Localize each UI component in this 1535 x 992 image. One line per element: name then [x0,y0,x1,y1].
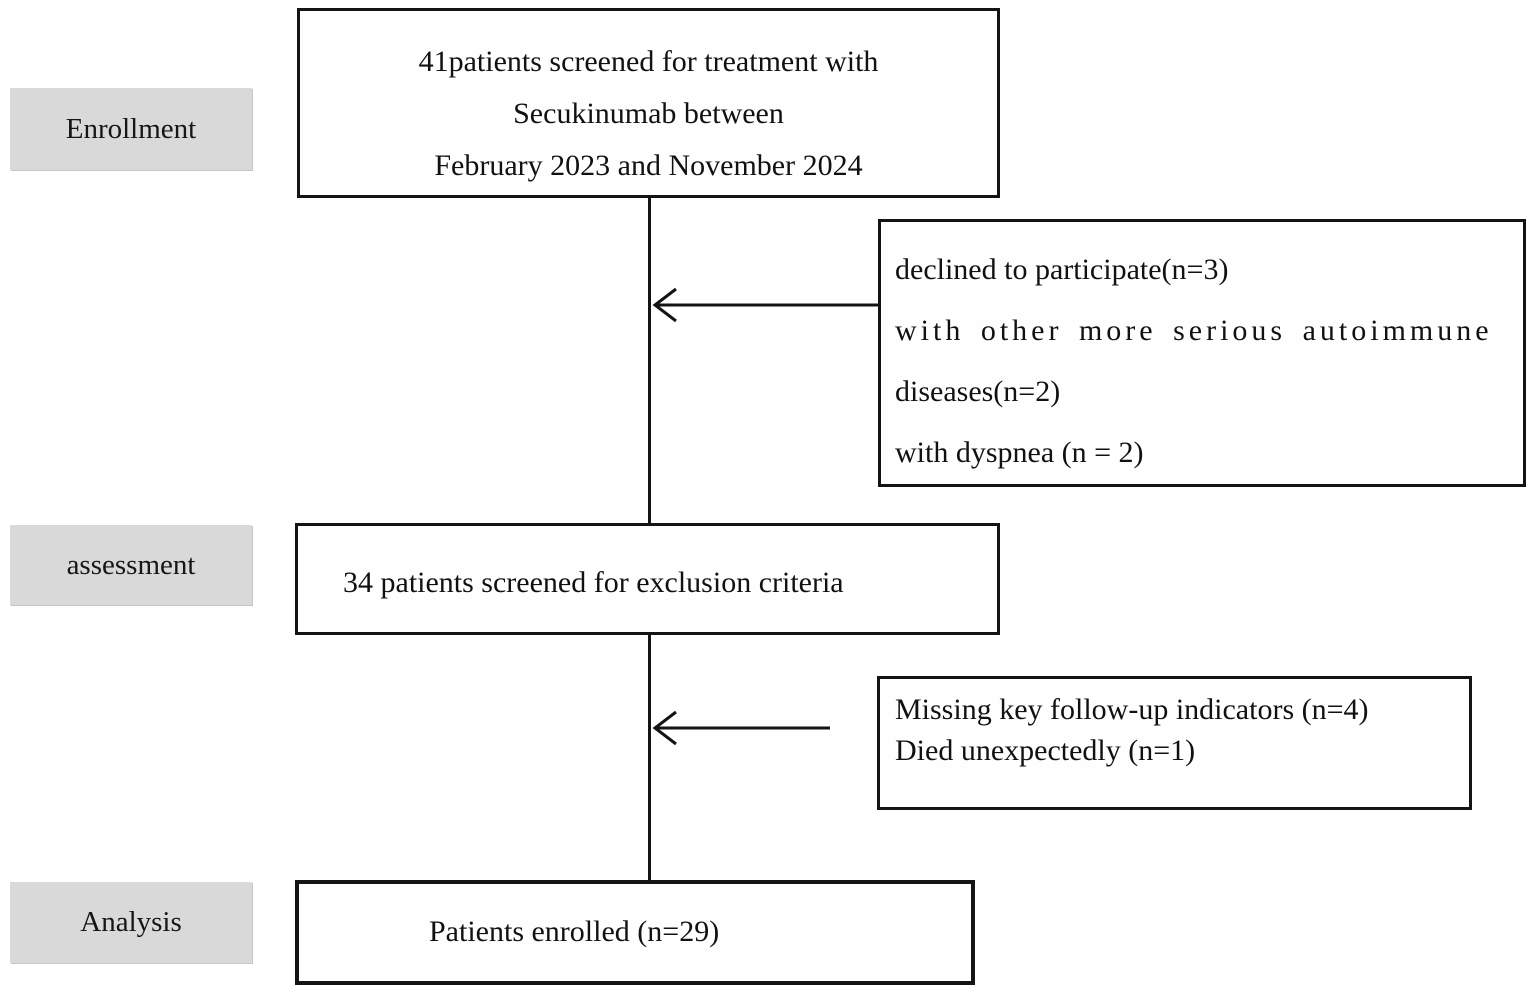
screened-box-line-3: February 2023 and November 2024 [434,149,863,182]
stage-label-assessment: assessment [10,525,252,605]
exclusion1-line-2: with other more serious autoimmune [895,314,1493,347]
exclusion-reasons-box-2: Missing key follow-up indicators (n=4) D… [877,676,1472,810]
assessment-box-text: 34 patients screened for exclusion crite… [343,566,844,599]
exclusion1-line-3: diseases(n=2) [895,375,1061,408]
left-arrow-icon-1 [652,287,878,323]
connector-line-top [648,197,651,524]
exclusion1-line-1: declined to participate(n=3) [895,253,1229,286]
assessment-box: 34 patients screened for exclusion crite… [295,523,1000,635]
screened-box-line-2: Secukinumab between [513,97,784,130]
exclusion2-line-1: Missing key follow-up indicators (n=4) [895,693,1369,726]
left-arrow-icon-2 [652,710,830,746]
enrolled-box: Patients enrolled (n=29) [295,880,975,985]
exclusion-reasons-box-1: declined to participate(n=3) with other … [878,219,1526,487]
stage-label-analysis: Analysis [10,882,252,963]
enrolled-box-text: Patients enrolled (n=29) [429,915,720,948]
stage-label-enrollment: Enrollment [10,88,252,170]
exclusion2-line-2: Died unexpectedly (n=1) [895,734,1196,767]
screened-box: 41patients screened for treatment with S… [297,8,1000,198]
exclusion1-line-4: with dyspnea (n = 2) [895,436,1144,469]
connector-line-bottom [648,634,651,882]
screened-box-line-1: 41patients screened for treatment with [418,45,879,78]
